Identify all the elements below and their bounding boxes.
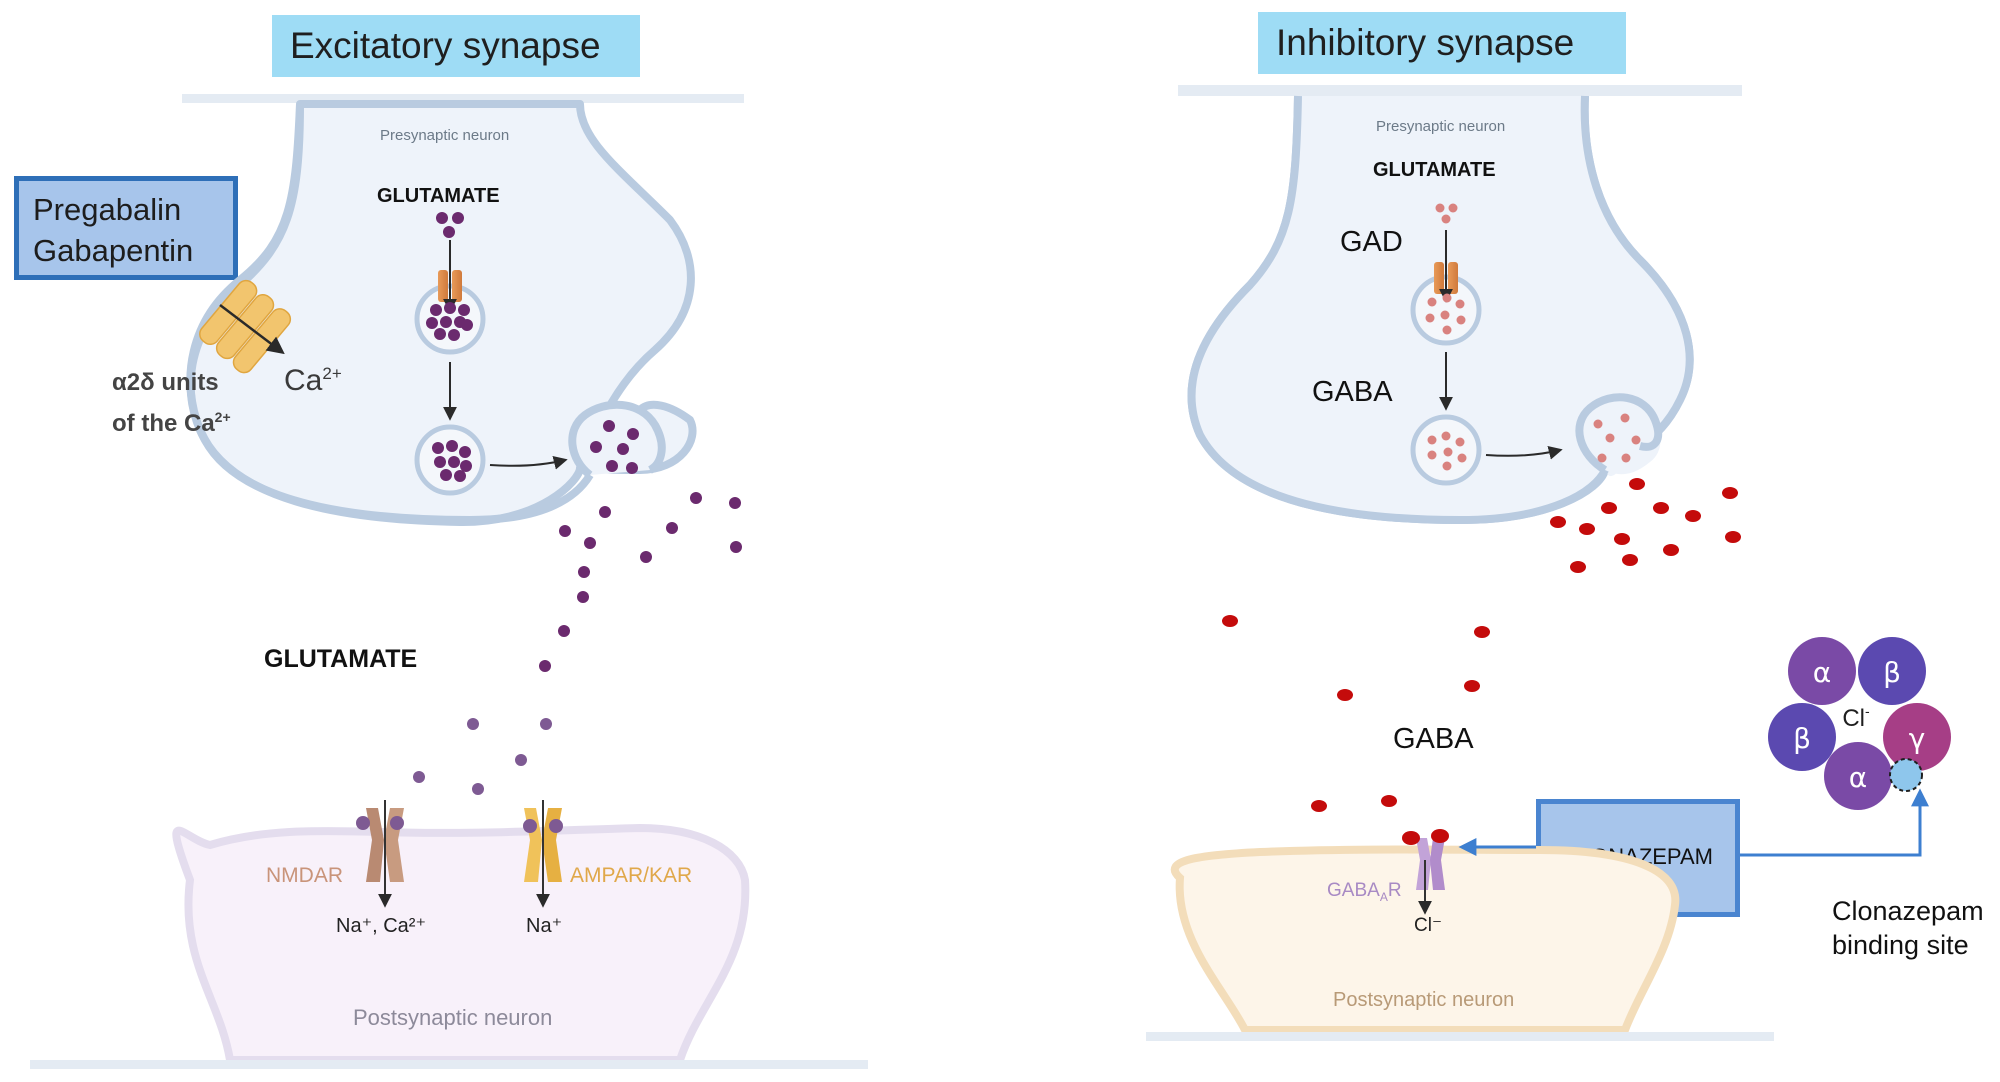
subunit-gamma — [1883, 703, 1951, 771]
chloride-ion-label: Cl⁻ — [1414, 915, 1442, 936]
subunit-alpha-bottom — [1824, 742, 1892, 810]
subunit-label-gamma: γ — [1909, 722, 1926, 755]
nmdar-ions-label: Na⁺, Ca²⁺ — [336, 915, 427, 937]
glutamate-molecules-inhibitory-top — [1435, 203, 1458, 224]
pregabalin-gabapentin-box: Pregabalin Gabapentin — [14, 176, 238, 280]
inhibitory-postsynaptic-label: Postsynaptic neuron — [1333, 989, 1515, 1011]
glutamate-molecules-top — [436, 212, 464, 238]
subunit-label-alpha-bottom: α — [1849, 761, 1867, 794]
inhibitory-title: Inhibitory synapse — [1258, 12, 1626, 74]
drug-name-gabapentin: Gabapentin — [33, 233, 194, 268]
gabaa-receptor — [1402, 829, 1449, 915]
gabaa-receptor-label: GABAAR — [1327, 880, 1402, 904]
excitatory-release-site — [568, 400, 666, 479]
inhibitory-presynaptic-label: Presynaptic neuron — [1376, 118, 1506, 135]
gaba-in-vesicle-1 — [1425, 293, 1466, 335]
inhibitory-top-membrane — [1178, 85, 1742, 96]
glutamate-in-release-site — [590, 420, 639, 474]
inhibitory-bottom-membrane — [1146, 1032, 1774, 1041]
glutamate-in-vesicle-1 — [426, 302, 473, 341]
ampar-kar-label: AMPAR/KAR — [570, 864, 693, 887]
subunit-label-alpha-top: α — [1813, 656, 1831, 689]
nmdar-label: NMDAR — [266, 864, 343, 887]
gad-label: GAD — [1340, 226, 1403, 258]
subunit-alpha-top — [1788, 637, 1856, 705]
excitatory-glutamate-cleft-label: GLUTAMATE — [264, 645, 418, 673]
excitatory-glutamate-top-label: GLUTAMATE — [377, 185, 500, 207]
glutamate-near-postsynaptic — [413, 718, 552, 795]
inhibitory-release-site — [1575, 393, 1663, 474]
binding-site-label: Clonazepam binding site — [1832, 896, 1984, 960]
inhibitory-postsynaptic-neuron — [1170, 845, 1680, 1034]
gaba-in-vesicle-2 — [1427, 431, 1467, 471]
clonazepam-binding-site — [1889, 758, 1923, 792]
subunit-label-beta-left: β — [1793, 722, 1811, 755]
excitatory-postsynaptic-label: Postsynaptic neuron — [353, 1005, 553, 1030]
calcium-ion-label: Ca2+ — [284, 364, 342, 397]
alpha2delta-label: α2δ units of the Ca2+ — [112, 369, 231, 437]
excitatory-title: Excitatory synapse — [272, 15, 640, 77]
vesicular-transporter — [438, 270, 448, 302]
gaba-cleft-label: GABA — [1393, 723, 1474, 755]
ampar-kar-receptor — [523, 800, 563, 908]
gabaa-pentamer: α β β γ α Cl- — [1768, 637, 1951, 810]
gaba-in-release-site — [1593, 413, 1641, 463]
nmdar-receptor — [356, 800, 404, 908]
ampar-ions-label: Na⁺ — [526, 915, 563, 937]
clonazepam-to-binding-site-arrow — [1740, 788, 1929, 857]
excitatory-presynaptic-label: Presynaptic neuron — [380, 127, 510, 144]
subunit-label-beta-top: β — [1883, 656, 1901, 689]
inhibitory-glutamate-label: GLUTAMATE — [1373, 159, 1496, 181]
glutamate-in-vesicle-2 — [432, 440, 472, 482]
gaba-product-label: GABA — [1312, 376, 1393, 408]
excitatory-top-membrane — [182, 94, 744, 103]
excitatory-postsynaptic-neuron — [172, 823, 750, 1064]
subunit-beta-top — [1858, 637, 1926, 705]
drug-name-pregabalin: Pregabalin — [33, 192, 182, 227]
subunit-beta-left — [1768, 703, 1836, 771]
glutamate-in-cleft — [539, 492, 742, 672]
excitatory-bottom-membrane — [30, 1060, 868, 1069]
channel-ion-label: Cl- — [1842, 703, 1870, 732]
gaba-in-cleft — [1222, 478, 1741, 812]
